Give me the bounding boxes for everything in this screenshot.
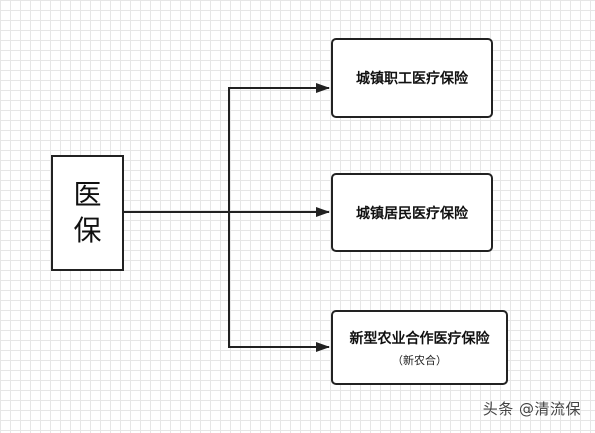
root-label-char-2: 保 (73, 214, 102, 247)
connector-to-branch-3 (228, 212, 330, 352)
root-node-medical-insurance: 医 保 (51, 155, 124, 271)
branch-sublabel: （新农合） (392, 353, 447, 367)
branch-label: 新型农业合作医疗保险 (349, 330, 490, 347)
watermark-text: 头条 @清流保 (482, 400, 581, 418)
branch-label: 城镇职工医疗保险 (356, 71, 468, 87)
root-label-char-1: 医 (73, 178, 102, 211)
branch-label: 城镇居民医疗保险 (356, 205, 468, 222)
branch-node-urban-employee: 城镇职工医疗保险 (331, 38, 493, 118)
connector-to-branch-1 (124, 83, 330, 213)
branch-node-urban-resident: 城镇居民医疗保险 (331, 173, 493, 252)
branch-node-rural-cooperative: 新型农业合作医疗保险 （新农合） (331, 310, 508, 385)
